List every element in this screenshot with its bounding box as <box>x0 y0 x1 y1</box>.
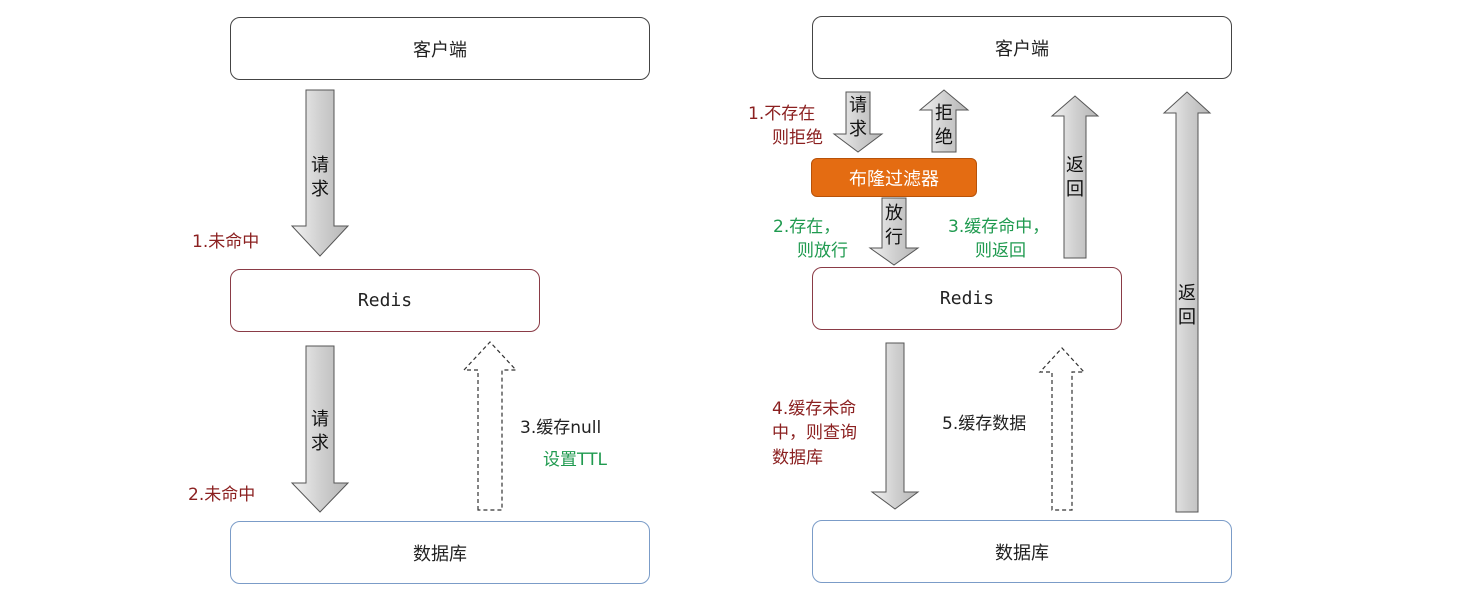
bloom-filter-box: 布隆过滤器 <box>811 158 977 197</box>
right-label-step2-line2: 则放行 <box>797 241 848 261</box>
right-label-step4-line3: 数据库 <box>772 448 823 468</box>
right-label-step1-line1: 1.不存在 <box>748 104 816 124</box>
left-label-cache-null: 3.缓存null <box>520 418 602 438</box>
left-request-arrow-1 <box>290 89 350 257</box>
left-database-box: 数据库 <box>230 521 650 584</box>
right-label-step3-line1: 3.缓存命中， <box>948 217 1050 237</box>
left-redis-box: Redis <box>230 269 540 332</box>
right-reject-text: 拒绝 <box>935 103 953 148</box>
right-return-arrow-1 <box>1050 95 1100 259</box>
right-pass-text: 放行 <box>885 203 903 248</box>
right-return-text-2: 返回 <box>1178 283 1196 328</box>
left-label-ttl: 设置TTL <box>543 450 607 470</box>
left-client-box: 客户端 <box>230 17 650 80</box>
right-pass-arrow <box>868 197 920 266</box>
right-label-step3-line2: 则返回 <box>975 241 1026 261</box>
right-return-arrow-2 <box>1162 91 1212 513</box>
right-database-box: 数据库 <box>812 520 1232 583</box>
left-label-miss-2: 2.未命中 <box>188 485 256 505</box>
right-cache-data-arrow <box>1038 347 1086 511</box>
right-redis-box: Redis <box>812 267 1122 330</box>
right-label-step4-line2: 中，则查询 <box>772 423 857 443</box>
right-label-step4-line1: 4.缓存未命 <box>772 399 857 419</box>
right-label-step2-line1: 2.存在， <box>773 217 841 237</box>
right-request-arrow <box>832 91 884 153</box>
left-arrow1-text: 请求 <box>311 155 329 200</box>
right-return-text-1: 返回 <box>1066 155 1084 200</box>
right-query-db-arrow <box>870 342 920 510</box>
left-label-miss-1: 1.未命中 <box>192 232 260 252</box>
right-label-step5: 5.缓存数据 <box>942 414 1027 434</box>
right-label-step1-line2: 则拒绝 <box>772 128 823 148</box>
left-cache-null-arrow <box>462 341 518 511</box>
left-request-arrow-2 <box>290 345 350 513</box>
right-reject-arrow <box>918 89 970 153</box>
right-client-box: 客户端 <box>812 16 1232 79</box>
right-request-text: 请求 <box>849 95 867 140</box>
left-arrow2-text: 请求 <box>311 409 329 454</box>
